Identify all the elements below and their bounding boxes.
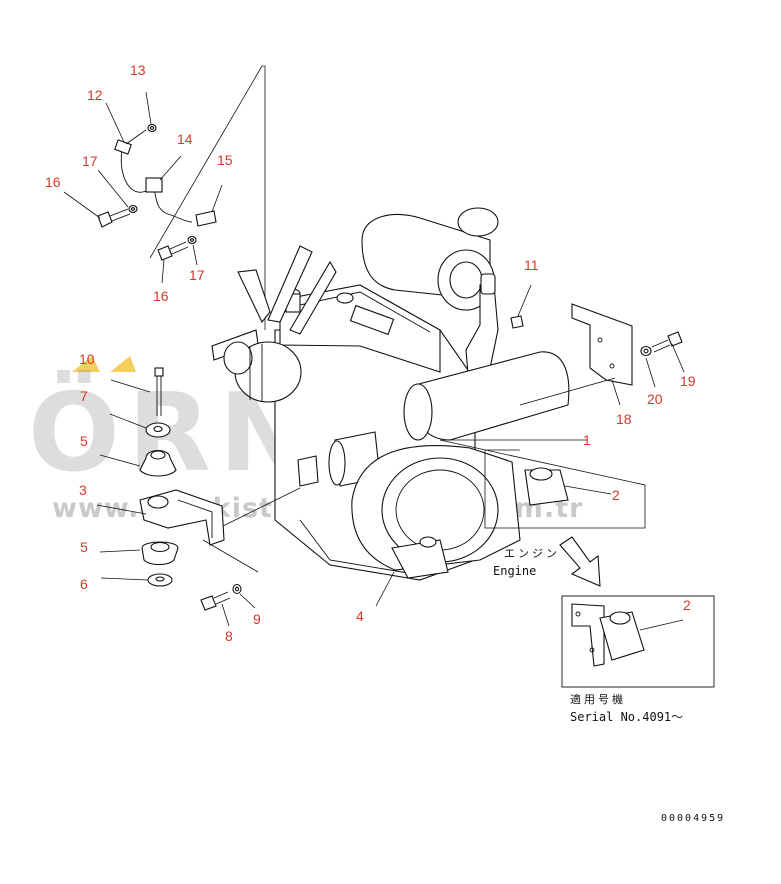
callout-9: 9 <box>253 611 261 627</box>
callout-2: 2 <box>612 487 620 503</box>
callout-15: 15 <box>217 152 233 168</box>
callout-16: 16 <box>45 174 61 190</box>
callout-19: 19 <box>680 373 696 389</box>
inset-detail-group <box>559 536 715 688</box>
callout-labels: 13 12 14 17 15 16 16 17 11 19 20 18 10 7… <box>45 62 696 644</box>
callout-8: 8 <box>225 628 233 644</box>
callout-1: 1 <box>583 432 591 448</box>
callout-18: 18 <box>616 411 632 427</box>
serial-label-jp: 適用号機 <box>570 692 626 706</box>
callout-4: 4 <box>356 608 364 624</box>
sensor-harness-group <box>63 65 266 330</box>
callout-6: 6 <box>80 576 88 592</box>
callout-13: 13 <box>130 62 146 78</box>
callout-14: 14 <box>177 131 193 147</box>
callout-16: 16 <box>153 288 169 304</box>
serial-label-en: Serial No.4091～ <box>570 710 683 724</box>
callout-12: 12 <box>87 87 103 103</box>
engine-label-jp: エンジン <box>504 547 560 560</box>
watermark-accent-mark-left <box>72 356 100 372</box>
callout-17: 17 <box>189 267 205 283</box>
callout-5: 5 <box>80 433 88 449</box>
callout-10: 10 <box>79 351 95 367</box>
engine-assembly <box>211 207 685 607</box>
callout-20: 20 <box>647 391 663 407</box>
callout-5: 5 <box>80 539 88 555</box>
callout-7: 7 <box>80 388 88 404</box>
arrow-down-right-icon <box>559 536 601 587</box>
inset-box <box>561 595 715 688</box>
document-number: 00004959 <box>661 813 725 824</box>
callout-11: 11 <box>524 257 539 273</box>
callout-3: 3 <box>79 482 87 498</box>
mount-parts-group <box>96 367 301 627</box>
callout-17: 17 <box>82 153 98 169</box>
engine-label-en: Engine <box>493 564 536 578</box>
watermark-accent-mark-right <box>110 356 136 372</box>
callout-2: 2 <box>683 597 691 613</box>
